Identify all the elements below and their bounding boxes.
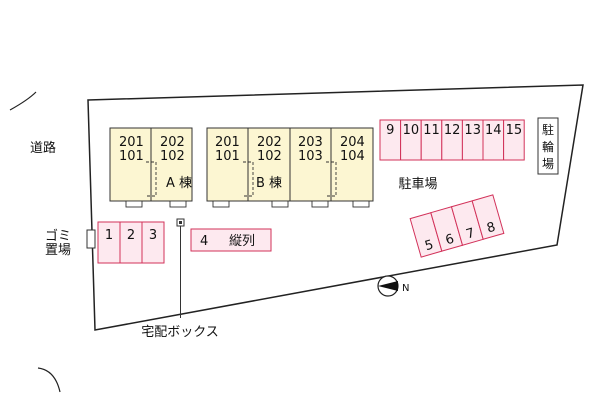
unit-number-upper: 201 (215, 135, 240, 150)
bike-parking: 駐 輪 場 (537, 117, 559, 175)
entrance-step (169, 200, 187, 208)
unit-number-upper: 204 (340, 135, 365, 150)
unit-number-lower: 101 (215, 149, 240, 164)
parking-number: 5 (423, 238, 435, 255)
building-b-name: B 棟 (256, 176, 282, 191)
parking-number: 1 (105, 228, 113, 243)
parking-space (471, 194, 505, 240)
parking-number: 11 (423, 123, 440, 138)
bike-parking-box (537, 117, 559, 175)
unit-number-lower: 103 (298, 149, 323, 164)
building-b: 201 101 202 102 203 103 204 104 B 棟 (206, 127, 374, 208)
unit-number-lower: 101 (119, 149, 144, 164)
road-edge-line (9, 91, 37, 111)
parking-number: 9 (386, 123, 394, 138)
road-edge-line-lower (37, 367, 61, 393)
parking-number: 6 (444, 232, 456, 249)
garbage-label: ゴミ (45, 228, 71, 244)
entrance-step (212, 200, 230, 208)
compass-label: N (402, 283, 409, 294)
stairs-outline (243, 161, 254, 197)
building-a: 201 101 202 102 A 棟 (109, 127, 193, 208)
unit-number-lower: 104 (340, 149, 365, 164)
parking-top-row: 9 10 11 12 13 14 15 (379, 119, 525, 161)
parking-number: 7 (465, 226, 477, 243)
parking-number: 4 (200, 234, 208, 249)
parking-number: 15 (506, 123, 523, 138)
entrance-step (352, 200, 370, 208)
entrance-step (311, 200, 329, 208)
parking-tandem-label: 縦列 (229, 234, 255, 249)
garbage-area: ゴミ 置場 (45, 228, 96, 258)
unit-number-upper: 203 (298, 135, 323, 150)
road-label: 道路 (30, 140, 56, 156)
stairs-outline (326, 161, 337, 197)
garbage-box (86, 229, 96, 249)
garbage-label: 置場 (45, 243, 71, 258)
entrance-step (125, 200, 143, 208)
delivery-box: 宅配ボックス (141, 218, 219, 340)
unit-number-lower: 102 (160, 149, 185, 164)
stairs-outline (146, 161, 157, 197)
unit-number-upper: 202 (160, 135, 185, 150)
parking-number: 12 (444, 123, 461, 138)
parking-space (190, 228, 272, 252)
parking-number: 8 (485, 220, 497, 237)
parking-number: 2 (127, 228, 135, 243)
parking-tandem: 4 縦列 (190, 228, 272, 252)
parking-area-label: 駐車場 (398, 177, 437, 192)
parking-diagonal-row: 5 6 7 8 (409, 194, 505, 258)
delivery-box-marker-inner (179, 221, 182, 224)
unit-number-lower: 102 (257, 149, 282, 164)
bike-parking-char: 駐 (542, 122, 554, 137)
parking-number: 3 (149, 228, 157, 243)
parking-space (141, 221, 165, 264)
entrance-step (271, 200, 289, 208)
unit-number-upper: 202 (257, 135, 282, 150)
parking-space (503, 119, 525, 161)
bike-parking-char: 輪 (542, 139, 554, 154)
delivery-box-label: 宅配ボックス (141, 325, 219, 340)
bike-parking-char: 場 (542, 157, 554, 171)
north-arrow-icon: N (377, 275, 409, 297)
parking-number: 13 (464, 123, 481, 138)
parking-number: 10 (403, 123, 420, 138)
building-a-name: A 棟 (166, 176, 192, 191)
parking-left-row: 1 2 3 (97, 221, 165, 264)
unit-number-upper: 201 (119, 135, 144, 150)
compass-needle (378, 281, 398, 291)
parking-number: 14 (485, 123, 502, 138)
